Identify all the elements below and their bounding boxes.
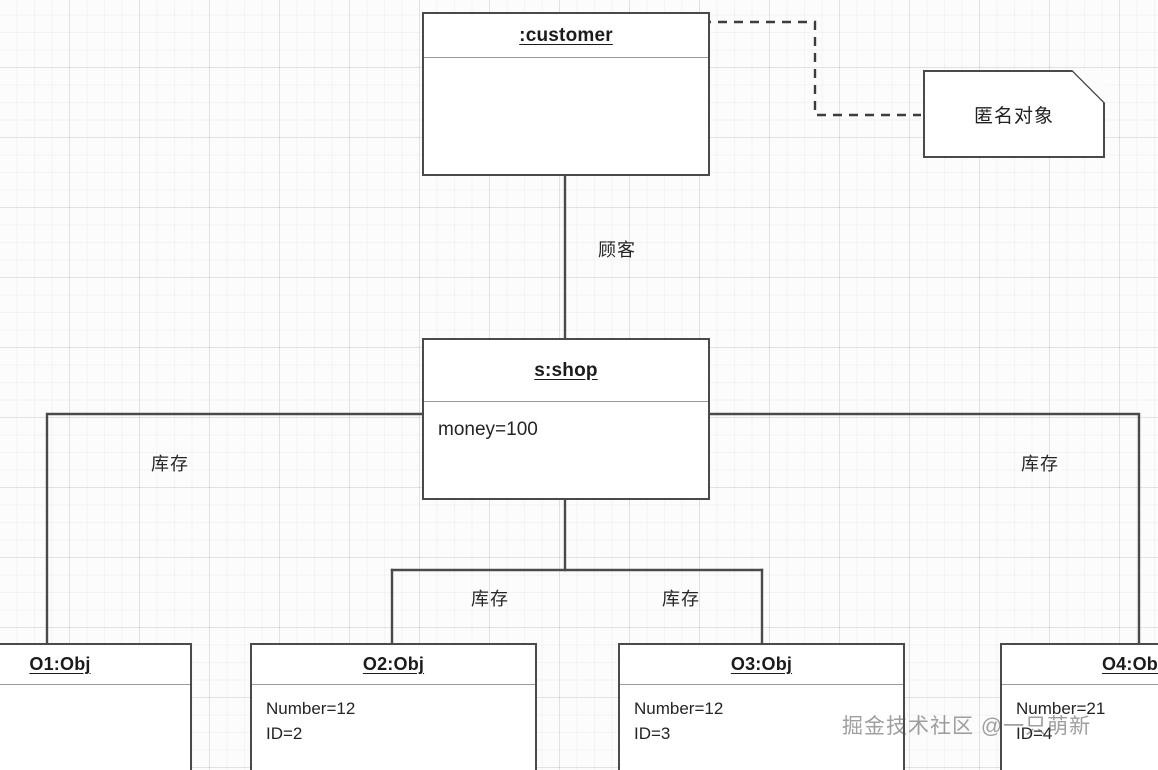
edge-label-customer-shop: 顾客 <box>598 240 636 260</box>
edge-label-shop-o2: 库存 <box>471 589 509 609</box>
object-o4[interactable]: O4:Ob Number=21 ID=4 <box>1000 643 1158 770</box>
object-o4-title: O4:Ob <box>1101 654 1158 674</box>
object-o1-attributes: =1 <box>0 685 190 770</box>
attribute-line: ID=4 <box>1016 723 1053 743</box>
note-text: 匿名对象 <box>973 105 1054 127</box>
object-shop-title: s:shop <box>534 359 598 381</box>
edge-label-shop-o3: 库存 <box>662 589 700 609</box>
attribute-line: Number=12 <box>634 699 724 718</box>
object-o3-attributes: Number=12 ID=3 <box>620 685 903 770</box>
object-o3-title: O3:Obj <box>730 654 793 674</box>
attribute-line: ID=3 <box>634 723 671 743</box>
object-shop-attributes: money=100 <box>424 402 708 498</box>
object-o3-header: O3:Obj <box>620 645 903 685</box>
object-customer-header: :customer <box>424 14 708 58</box>
object-o2[interactable]: O2:Obj Number=12 ID=2 <box>250 643 537 770</box>
edge-label-shop-o1: 库存 <box>151 454 189 474</box>
object-o4-header: O4:Ob <box>1002 645 1158 685</box>
object-customer-attributes <box>424 58 708 174</box>
object-o2-header: O2:Obj <box>252 645 535 685</box>
edge-shop-o1 <box>45 412 424 645</box>
object-customer-title: :customer <box>519 24 613 46</box>
watermark: 掘金技术社区 @一只萌新 <box>842 715 1092 738</box>
object-o1[interactable]: O1:Obj =1 <box>0 643 192 770</box>
note-fold-corner-icon <box>1072 70 1105 103</box>
attribute-line: ID=2 <box>266 723 303 743</box>
edge-shop-o4 <box>708 412 1141 645</box>
object-o4-attributes: Number=21 ID=4 <box>1002 685 1158 770</box>
object-shop[interactable]: s:shop money=100 <box>422 338 710 500</box>
object-o3[interactable]: O3:Obj Number=12 ID=3 <box>618 643 905 770</box>
object-shop-header: s:shop <box>424 340 708 402</box>
attribute-line: =1 <box>0 697 176 722</box>
attribute-line: Number=12 <box>266 699 356 718</box>
note-anonymous-object[interactable]: 匿名对象 <box>923 70 1105 158</box>
object-o1-title: O1:Obj <box>29 654 91 674</box>
edge-label-shop-o4: 库存 <box>1021 454 1059 474</box>
object-o2-title: O2:Obj <box>362 654 425 674</box>
object-customer[interactable]: :customer <box>422 12 710 176</box>
attribute-line: Number=21 <box>1016 699 1106 718</box>
object-o1-header: O1:Obj <box>0 645 190 685</box>
note-anchor-link <box>686 20 921 117</box>
object-o2-attributes: Number=12 ID=2 <box>252 685 535 770</box>
attribute-line: money=100 <box>438 419 538 440</box>
